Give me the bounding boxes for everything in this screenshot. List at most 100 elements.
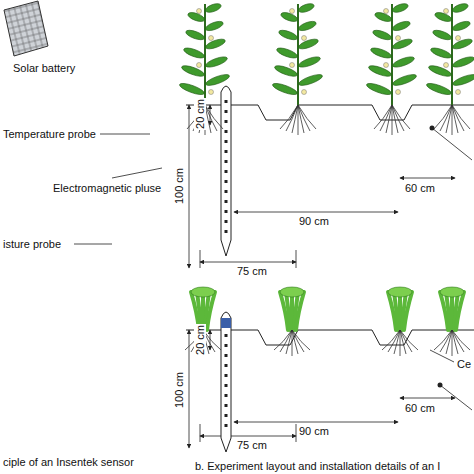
leaf xyxy=(271,81,298,97)
root xyxy=(380,105,392,131)
boll xyxy=(290,9,295,14)
probe-sensor-ring xyxy=(225,170,228,173)
subfigure-caption: ciple of an Insentek sensor xyxy=(2,456,135,468)
dimension-label: 100 cm xyxy=(173,371,185,409)
celery-stalk xyxy=(286,292,290,330)
dimension-label: 20 cm xyxy=(194,324,206,356)
leaf xyxy=(297,20,317,33)
leaf xyxy=(451,2,469,14)
root xyxy=(280,330,292,352)
leaf xyxy=(298,72,324,87)
root xyxy=(392,105,393,135)
probe-sensor-ring xyxy=(225,404,228,407)
root xyxy=(292,330,293,356)
root xyxy=(292,105,298,133)
boll xyxy=(302,36,307,41)
component-label: Temperature probe xyxy=(2,128,97,140)
dimension-label: 60 cm xyxy=(404,402,436,414)
boll xyxy=(209,90,214,95)
leaf xyxy=(451,37,473,51)
root xyxy=(392,105,410,129)
root xyxy=(452,330,470,350)
leaf xyxy=(425,81,452,97)
leaf xyxy=(276,46,299,60)
probe-sensor-ring xyxy=(225,140,228,143)
celery-leaves xyxy=(440,287,464,297)
leaf xyxy=(365,81,392,97)
root xyxy=(452,105,470,129)
boll xyxy=(384,63,389,68)
root xyxy=(440,105,452,131)
leaf xyxy=(452,72,474,87)
root xyxy=(298,105,310,131)
leaf xyxy=(183,46,206,60)
leaf xyxy=(297,37,319,51)
boll xyxy=(396,90,401,95)
leaf xyxy=(367,64,392,79)
leaf xyxy=(204,37,226,51)
leaf xyxy=(204,20,224,33)
leaf xyxy=(391,55,415,69)
root xyxy=(388,330,400,352)
boll xyxy=(456,36,461,41)
boll xyxy=(384,9,389,14)
root xyxy=(292,330,304,352)
root xyxy=(394,330,400,354)
component-label: Ce xyxy=(456,358,472,370)
root xyxy=(298,105,316,129)
root xyxy=(446,105,452,133)
leaf xyxy=(204,55,228,69)
leaf xyxy=(278,28,299,41)
probe-sensor-ring xyxy=(225,334,228,337)
root xyxy=(400,330,418,350)
boll xyxy=(302,90,307,95)
probe-sensor-ring xyxy=(225,374,228,377)
root xyxy=(292,330,310,350)
leaf xyxy=(297,55,321,69)
leaf xyxy=(432,28,453,41)
leaf xyxy=(185,28,206,41)
celery-stalk xyxy=(446,292,450,330)
probe-sensor-ring xyxy=(225,110,228,113)
root xyxy=(452,330,453,356)
probe-sensor-ring xyxy=(225,190,228,193)
leaf xyxy=(430,46,453,60)
leaf xyxy=(391,20,411,33)
component-label: isture probe xyxy=(2,238,62,250)
root xyxy=(440,330,452,352)
boll xyxy=(197,9,202,14)
plants xyxy=(178,2,474,356)
probe-sensor-ring xyxy=(225,384,228,387)
boll xyxy=(209,36,214,41)
leaf xyxy=(392,72,418,87)
dimension-label: 90 cm xyxy=(298,425,330,437)
probe-sensor-ring xyxy=(225,394,228,397)
root xyxy=(286,330,292,354)
leaf xyxy=(427,64,452,79)
root xyxy=(298,105,299,135)
leaf xyxy=(180,64,205,79)
probe-sensor-ring xyxy=(225,364,228,367)
sensor-probes xyxy=(221,86,231,452)
root xyxy=(400,330,401,356)
root xyxy=(386,105,392,133)
leaf xyxy=(374,11,393,24)
leaf xyxy=(391,2,409,14)
leaf xyxy=(370,46,393,60)
boll xyxy=(444,9,449,14)
leaf xyxy=(391,37,413,51)
dimension-label: 20 cm xyxy=(194,98,206,130)
leaf xyxy=(205,72,231,87)
probe-sensor-ring xyxy=(225,180,228,183)
probe-sensor-ring xyxy=(225,424,228,427)
probe-sensor-ring xyxy=(225,230,228,233)
celery-stalk xyxy=(296,292,304,330)
leaf xyxy=(451,55,474,69)
boll xyxy=(456,90,461,95)
leaf xyxy=(204,2,222,14)
celery-leaves xyxy=(191,287,215,297)
probe-sensor-ring xyxy=(225,354,228,357)
probe-sensor-ring xyxy=(225,160,228,163)
root xyxy=(392,105,404,131)
